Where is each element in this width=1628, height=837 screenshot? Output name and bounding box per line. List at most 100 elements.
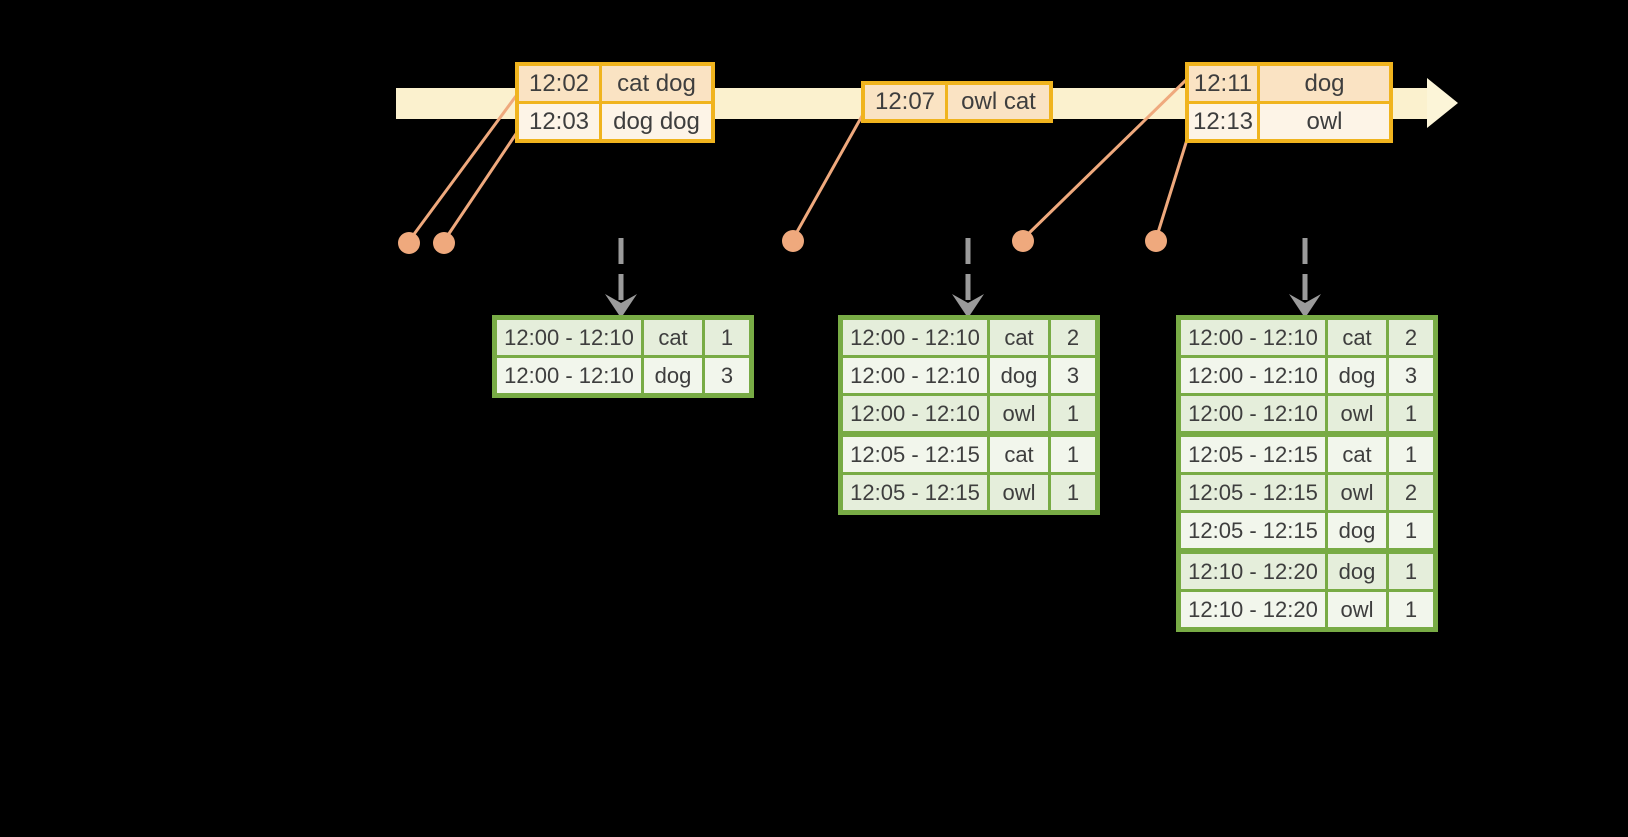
event-time-cell: 12:07 xyxy=(865,85,945,119)
window-cell: 12:05 - 12:15 xyxy=(843,475,987,510)
event-row: 12:11 dog xyxy=(1189,66,1389,101)
event-row: 12:03 dog dog xyxy=(519,104,711,139)
trigger-arrowhead-icon xyxy=(952,294,984,318)
result-row: 12:10 - 12:20 dog 1 xyxy=(1181,554,1433,589)
result-row: 12:05 - 12:15 cat 1 xyxy=(1181,437,1433,472)
trigger-arrow-lines xyxy=(618,238,1308,300)
event-words-cell: owl cat xyxy=(948,85,1049,119)
window-cell: 12:00 - 12:10 xyxy=(1181,358,1325,393)
window-cell: 12:00 - 12:10 xyxy=(843,358,987,393)
event-connector-lines xyxy=(407,78,1192,242)
count-cell: 1 xyxy=(1389,513,1433,548)
event-words-cell: cat dog xyxy=(602,66,711,101)
event-time-cell: 12:02 xyxy=(519,66,599,101)
word-cell: owl xyxy=(990,475,1048,510)
word-cell: owl xyxy=(990,396,1048,431)
event-words-cell: owl xyxy=(1260,104,1389,139)
event-time-cell: 12:03 xyxy=(519,104,599,139)
count-cell: 3 xyxy=(705,358,749,393)
result-row: 12:05 - 12:15 cat 1 xyxy=(843,437,1095,472)
timeline-arrowhead-icon xyxy=(1427,78,1458,128)
word-cell: cat xyxy=(1328,320,1386,355)
result-row: 12:00 - 12:10 cat 2 xyxy=(1181,320,1433,355)
result-row: 12:00 - 12:10 cat 2 xyxy=(843,320,1095,355)
count-cell: 2 xyxy=(1051,320,1095,355)
event-time-dot xyxy=(433,232,455,254)
result-table-1: 12:00 - 12:10 cat 1 12:00 - 12:10 dog 3 xyxy=(492,315,754,398)
result-row: 12:00 - 12:10 owl 1 xyxy=(1181,396,1433,431)
word-cell: cat xyxy=(644,320,702,355)
window-cell: 12:05 - 12:15 xyxy=(1181,475,1325,510)
window-cell: 12:00 - 12:10 xyxy=(1181,396,1325,431)
event-time-cell: 12:13 xyxy=(1189,104,1257,139)
event-time-cell: 12:11 xyxy=(1189,66,1257,101)
window-cell: 12:00 - 12:10 xyxy=(843,396,987,431)
count-cell: 1 xyxy=(1051,396,1095,431)
count-cell: 1 xyxy=(1389,592,1433,627)
result-table-2: 12:00 - 12:10 cat 2 12:00 - 12:10 dog 3 … xyxy=(838,315,1100,515)
window-cell: 12:05 - 12:15 xyxy=(1181,437,1325,472)
connector-line-1213 xyxy=(1154,129,1192,240)
result-row: 12:00 - 12:10 owl 1 xyxy=(843,396,1095,431)
window-cell: 12:05 - 12:15 xyxy=(1181,513,1325,548)
connector-line-1207 xyxy=(791,115,864,240)
word-cell: dog xyxy=(644,358,702,393)
count-cell: 2 xyxy=(1389,320,1433,355)
event-time-dot xyxy=(1012,230,1034,252)
trigger-arrowheads xyxy=(605,294,1321,318)
result-row: 12:05 - 12:15 owl 2 xyxy=(1181,475,1433,510)
trigger-arrowhead-icon xyxy=(605,294,637,318)
connector-line-1203 xyxy=(442,127,522,242)
word-cell: dog xyxy=(1328,554,1386,589)
event-time-dots xyxy=(398,230,1167,254)
window-cell: 12:00 - 12:10 xyxy=(843,320,987,355)
result-row: 12:00 - 12:10 dog 3 xyxy=(497,358,749,393)
event-words-cell: dog xyxy=(1260,66,1389,101)
count-cell: 1 xyxy=(1389,396,1433,431)
count-cell: 1 xyxy=(1051,475,1095,510)
window-cell: 12:00 - 12:10 xyxy=(1181,320,1325,355)
event-time-dot xyxy=(398,232,420,254)
event-table-2: 12:07 owl cat xyxy=(861,81,1053,123)
count-cell: 1 xyxy=(1389,554,1433,589)
connector-line-1202 xyxy=(407,95,518,242)
result-row: 12:00 - 12:10 cat 1 xyxy=(497,320,749,355)
result-row: 12:10 - 12:20 owl 1 xyxy=(1181,592,1433,627)
event-table-1: 12:02 cat dog 12:03 dog dog xyxy=(515,62,715,143)
result-row: 12:05 - 12:15 owl 1 xyxy=(843,475,1095,510)
count-cell: 2 xyxy=(1389,475,1433,510)
connector-line-1211 xyxy=(1021,78,1188,241)
event-time-dot xyxy=(1145,230,1167,252)
result-row: 12:00 - 12:10 dog 3 xyxy=(843,358,1095,393)
count-cell: 1 xyxy=(1389,437,1433,472)
word-cell: cat xyxy=(990,437,1048,472)
event-row: 12:13 owl xyxy=(1189,104,1389,139)
word-cell: cat xyxy=(990,320,1048,355)
word-cell: dog xyxy=(1328,513,1386,548)
window-cell: 12:10 - 12:20 xyxy=(1181,592,1325,627)
result-table-3: 12:00 - 12:10 cat 2 12:00 - 12:10 dog 3 … xyxy=(1176,315,1438,632)
count-cell: 3 xyxy=(1389,358,1433,393)
count-cell: 3 xyxy=(1051,358,1095,393)
event-row: 12:02 cat dog xyxy=(519,66,711,101)
result-row: 12:00 - 12:10 dog 3 xyxy=(1181,358,1433,393)
count-cell: 1 xyxy=(705,320,749,355)
window-cell: 12:00 - 12:10 xyxy=(497,358,641,393)
event-row: 12:07 owl cat xyxy=(865,85,1049,119)
event-time-dot xyxy=(782,230,804,252)
window-cell: 12:10 - 12:20 xyxy=(1181,554,1325,589)
word-cell: owl xyxy=(1328,396,1386,431)
word-cell: owl xyxy=(1328,475,1386,510)
word-cell: owl xyxy=(1328,592,1386,627)
window-cell: 12:05 - 12:15 xyxy=(843,437,987,472)
word-cell: cat xyxy=(1328,437,1386,472)
event-table-3: 12:11 dog 12:13 owl xyxy=(1185,62,1393,143)
result-row: 12:05 - 12:15 dog 1 xyxy=(1181,513,1433,548)
trigger-arrowhead-icon xyxy=(1289,294,1321,318)
count-cell: 1 xyxy=(1051,437,1095,472)
word-cell: dog xyxy=(1328,358,1386,393)
window-cell: 12:00 - 12:10 xyxy=(497,320,641,355)
word-cell: dog xyxy=(990,358,1048,393)
